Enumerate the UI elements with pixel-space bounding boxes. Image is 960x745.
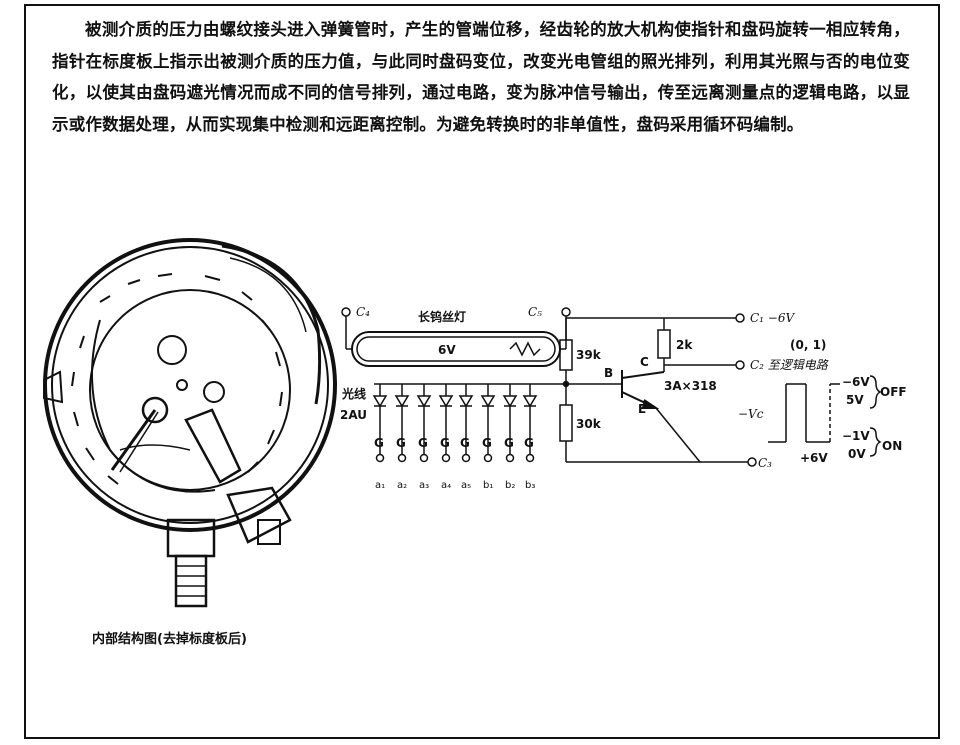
terminal-c1-label: C₁ −6V	[750, 311, 795, 325]
resistor-39k-label: 39k	[576, 348, 602, 362]
lamp-label: 长钨丝灯	[418, 309, 466, 324]
bit-label: b₂	[505, 480, 515, 491]
bit-labels: a₁ a₂ a₃ a₄ a₅ b₁ b₂ b₃	[375, 480, 535, 491]
on-top-label: −1V	[842, 429, 870, 443]
resistor-30k-label: 30k	[576, 417, 602, 431]
rim-holes	[71, 273, 283, 485]
diode-marker: G	[418, 436, 428, 450]
lamp-voltage: 6V	[438, 343, 456, 357]
terminal-c4-label: C₄	[356, 305, 370, 319]
on-label: ON	[882, 439, 902, 453]
bit-label: a₃	[419, 480, 429, 491]
off-label: OFF	[880, 385, 907, 399]
transistor-label: 3A×318	[664, 379, 717, 393]
bit-label: b₃	[525, 480, 535, 491]
bit-label: a₅	[461, 480, 471, 491]
terminal-c2-label: C₂ 至逻辑电路	[750, 358, 829, 372]
photodiode-label-2: 2AU	[340, 408, 367, 422]
description-paragraph: 被测介质的压力由螺纹接头进入弹簧管时，产生的管端位移，经齿轮的放大机构使指针和盘…	[52, 20, 910, 134]
bit-label: a₂	[397, 480, 407, 491]
node-b-label: B	[604, 366, 613, 380]
bit-label: a₁	[375, 480, 385, 491]
bit-label: a₄	[441, 480, 451, 491]
off-top-label: −6V	[842, 375, 870, 389]
node-e-label: E	[638, 402, 646, 416]
off-bottom-label: 5V	[846, 393, 864, 407]
figure-frame	[24, 4, 940, 739]
diode-marker: G	[482, 436, 492, 450]
resistor-30k	[559, 404, 573, 442]
diode-marker: G	[524, 436, 534, 450]
photodiode-array	[372, 384, 538, 463]
output-waveform	[768, 375, 882, 457]
diode-marker: G	[504, 436, 514, 450]
plus6v-label: +6V	[800, 451, 828, 465]
diode-marker: G	[440, 436, 450, 450]
encoder-circuit	[341, 307, 757, 467]
diode-marker: G	[396, 436, 406, 450]
resistor-2k-label: 2k	[676, 338, 693, 352]
terminal-c3-label: C₃	[758, 456, 772, 470]
diode-marker: G	[460, 436, 470, 450]
diode-marker: G	[374, 436, 384, 450]
transistor-3ax318	[621, 370, 701, 463]
gauge-caption: 内部结构图(去掉标度板后)	[92, 632, 247, 647]
on-bottom-label: 0V	[848, 447, 866, 461]
terminal-c5-label: C₅	[528, 305, 542, 319]
resistor-2k	[657, 329, 671, 359]
pressure-gauge-drawing	[43, 238, 337, 608]
photodiode-label-1: 光线	[341, 386, 366, 401]
vc-label: −Vc	[738, 407, 764, 421]
node-c-label: C	[640, 355, 649, 369]
code-label: (0, 1)	[790, 338, 826, 352]
diode-markers: G G G G G G G G	[374, 436, 534, 450]
bit-label: b₁	[483, 480, 493, 491]
